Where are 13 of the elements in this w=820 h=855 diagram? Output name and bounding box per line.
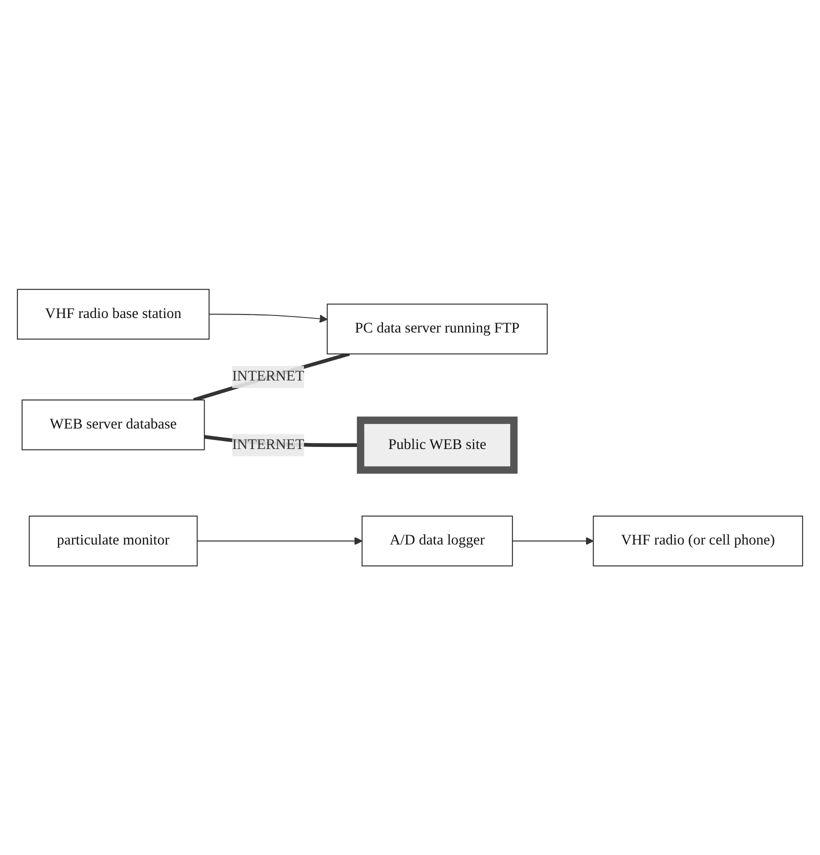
- connector: [193, 352, 350, 402]
- node-box: WEB server database: [22, 399, 205, 450]
- arrow: [512, 536, 594, 545]
- node-box: A/D data logger: [362, 516, 513, 566]
- node-box: VHF radio base station: [16, 288, 210, 340]
- node-box: PC data server running FTP: [326, 304, 548, 354]
- arrow: [208, 314, 328, 323]
- arrow: [196, 536, 362, 545]
- node-box: VHF radio (or cell phone): [592, 516, 804, 566]
- node-box: particulate monitor: [28, 516, 198, 566]
- edge-label: INTERNET: [232, 368, 304, 384]
- node-box: Public WEB site: [356, 416, 518, 474]
- edge-label: INTERNET: [232, 436, 304, 452]
